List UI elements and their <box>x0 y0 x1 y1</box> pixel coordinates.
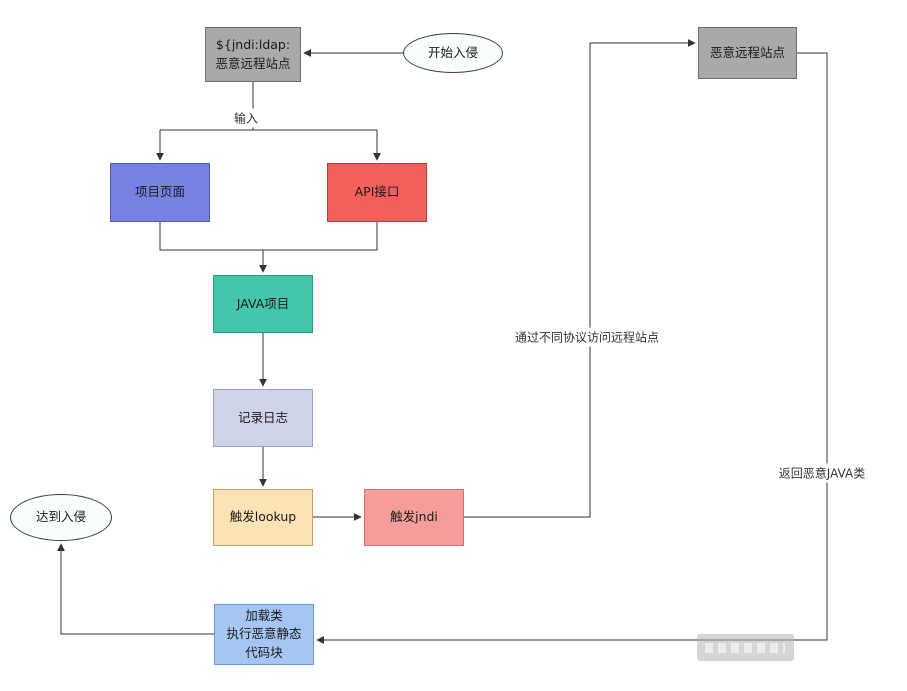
node-jndi-payload: ${jndi:ldap:恶意远程站点 <box>205 27 301 82</box>
node-record-log: 记录日志 <box>213 389 313 447</box>
node-trigger-lookup: 触发lookup <box>213 489 313 546</box>
edge-load-to-end <box>57 543 214 635</box>
node-load-class-execute: 加载类 执行恶意静态 代码块 <box>214 604 314 665</box>
edge-label-return-java-class: 返回恶意JAVA类 <box>775 463 869 483</box>
node-project-page: 项目页面 <box>110 163 210 222</box>
node-malicious-remote-site: 恶意远程站点 <box>698 27 797 79</box>
edge-converge <box>159 222 378 251</box>
watermark <box>697 634 794 661</box>
node-api-interface: API接口 <box>327 163 427 222</box>
node-intrusion-achieved: 达到入侵 <box>10 494 112 541</box>
node-start-intrusion: 开始入侵 <box>403 33 503 73</box>
node-trigger-jndi: 触发jndi <box>364 489 464 546</box>
edge-label-input: 输入 <box>230 108 262 128</box>
node-java-project: JAVA项目 <box>213 275 313 333</box>
edge-jndi-to-remote-site <box>464 39 696 518</box>
edge-remote-to-load-class <box>316 52 828 644</box>
edge-label-protocol-access: 通过不同协议访问远程站点 <box>511 327 663 347</box>
